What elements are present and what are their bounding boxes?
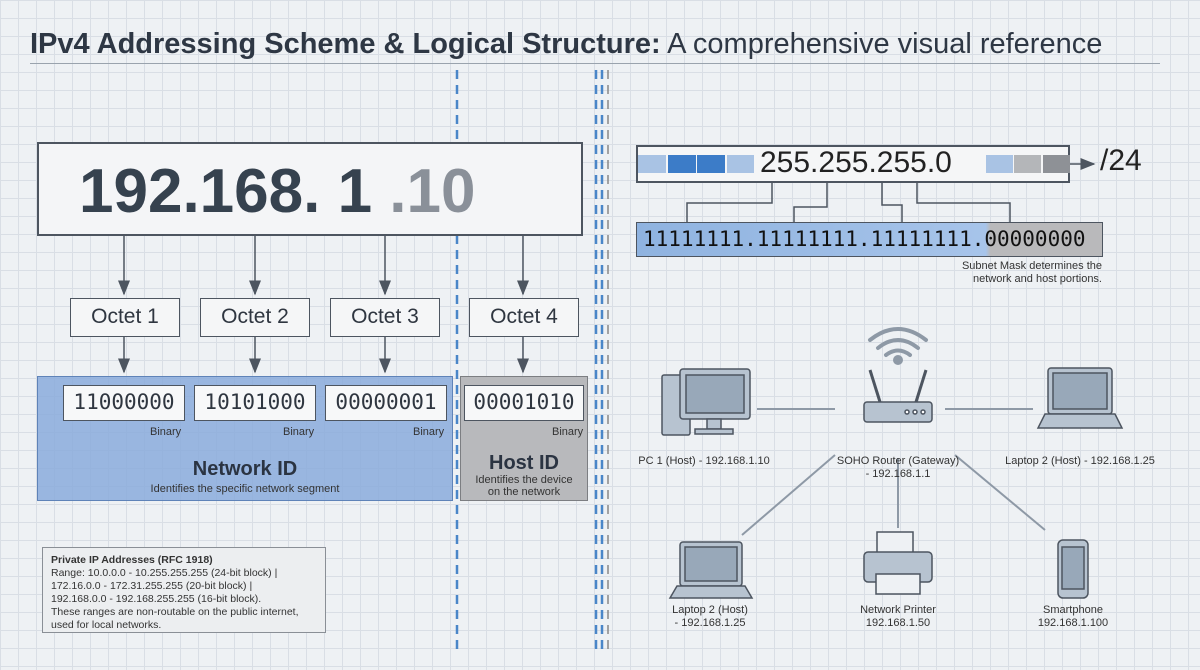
cidr-notation: /24 [1100, 144, 1142, 177]
octet-1-label: Octet 1 [70, 298, 180, 337]
smartphone-icon [1057, 539, 1089, 599]
private-ip-info-box: Private IP Addresses (RFC 1918) Range: 1… [42, 547, 326, 633]
private-ip-title: Private IP Addresses (RFC 1918) [51, 554, 213, 566]
laptop-icon [1036, 367, 1124, 429]
wifi-icon [868, 327, 928, 357]
desktop-pc-icon [661, 368, 751, 436]
info-line: 192.168.0.0 - 192.168.255.255 (16-bit bl… [51, 593, 262, 605]
title-divider [30, 63, 1160, 64]
network-id-desc: Identifies the specific network segment [150, 483, 340, 495]
binary-label: Binary [413, 426, 445, 438]
subnet-mask-dotted: 255.255.255.0 [760, 146, 952, 179]
router-icon [863, 369, 933, 423]
info-line: These ranges are non-routable on the pub… [51, 606, 299, 618]
binary-octet-3: 00000001 [325, 385, 447, 421]
laptop-bottom-label: Laptop 2 (Host)- 192.168.1.25 [672, 604, 748, 629]
info-line: used for local networks. [51, 619, 162, 631]
subnet-mask-binary: 11111111.11111111.11111111.00000000 [636, 222, 1103, 257]
subnet-mask-box [636, 145, 1070, 183]
info-line: 172.16.0.0 - 172.31.255.255 (20-bit bloc… [51, 580, 253, 592]
printer-icon [863, 531, 933, 595]
binary-label: Binary [283, 426, 315, 438]
network-id-title: Network ID [192, 458, 298, 480]
laptop-top-label: Laptop 2 (Host) - 192.168.1.25 [1005, 455, 1155, 467]
octet-3-label: Octet 3 [330, 298, 440, 337]
laptop-icon [668, 541, 754, 599]
binary-label: Binary [150, 426, 182, 438]
octet-2-label: Octet 2 [200, 298, 310, 337]
binary-octet-4: 00001010 [464, 385, 584, 421]
host-id-title: Host ID [489, 452, 559, 474]
binary-label: Binary [552, 426, 584, 438]
binary-octet-2: 10101000 [194, 385, 316, 421]
ip-address-display: 192.168. 1 .10 [37, 142, 583, 236]
router-label: SOHO Router (Gateway)- 192.168.1.1 [836, 455, 960, 480]
pc-label: PC 1 (Host) - 192.168.1.10 [638, 455, 770, 467]
page-title: IPv4 Addressing Scheme & Logical Structu… [30, 28, 1103, 60]
binary-octet-1: 11000000 [63, 385, 185, 421]
info-line: Range: 10.0.0.0 - 10.255.255.255 (24-bit… [51, 567, 278, 579]
octet-4-label: Octet 4 [469, 298, 579, 337]
